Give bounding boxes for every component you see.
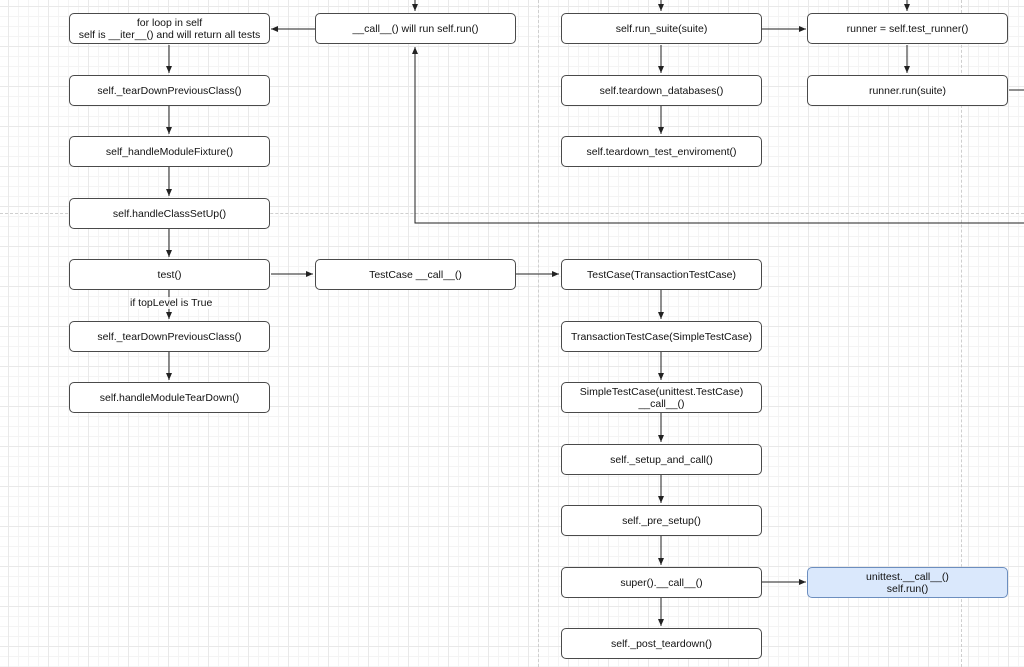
node-run-suite[interactable]: self.run_suite(suite) (561, 13, 762, 44)
node-handle-module-teardown[interactable]: self.handleModuleTearDown() (69, 382, 270, 413)
node-teardown-previous-class[interactable]: self._tearDownPreviousClass() (69, 75, 270, 106)
node-simple-unittest[interactable]: SimpleTestCase(unittest.TestCase) __call… (561, 382, 762, 413)
node-teardown-test-environment[interactable]: self.teardown_test_enviroment() (561, 136, 762, 167)
node-super-call[interactable]: super().__call__() (561, 567, 762, 598)
node-handle-module-fixture[interactable]: self_handleModuleFixture() (69, 136, 270, 167)
node-test[interactable]: test() (69, 259, 270, 290)
node-post-teardown[interactable]: self._post_teardown() (561, 628, 762, 659)
node-handle-class-setup[interactable]: self.handleClassSetUp() (69, 198, 270, 229)
node-transaction-simple[interactable]: TransactionTestCase(SimpleTestCase) (561, 321, 762, 352)
node-setup-and-call[interactable]: self._setup_and_call() (561, 444, 762, 475)
page-break-guide (0, 213, 1024, 214)
node-pre-setup[interactable]: self._pre_setup() (561, 505, 762, 536)
node-for-loop[interactable]: for loop in self self is __iter__() and … (69, 13, 270, 44)
node-teardown-databases[interactable]: self.teardown_databases() (561, 75, 762, 106)
node-teardown-previous-class-2[interactable]: self._tearDownPreviousClass() (69, 321, 270, 352)
node-unittest-call[interactable]: unittest.__call__() self.run() (807, 567, 1008, 598)
node-testcase-call[interactable]: TestCase __call__() (315, 259, 516, 290)
edge-loop-return (412, 47, 1024, 224)
node-runner-run[interactable]: runner.run(suite) (807, 75, 1008, 106)
edge-label-toplevel: if topLevel is True (130, 297, 213, 309)
page-break-guide (538, 0, 539, 667)
page-break-guide (961, 0, 962, 667)
node-call-run[interactable]: __call__() will run self.run() (315, 13, 516, 44)
node-test-runner[interactable]: runner = self.test_runner() (807, 13, 1008, 44)
node-testcase-transaction[interactable]: TestCase(TransactionTestCase) (561, 259, 762, 290)
